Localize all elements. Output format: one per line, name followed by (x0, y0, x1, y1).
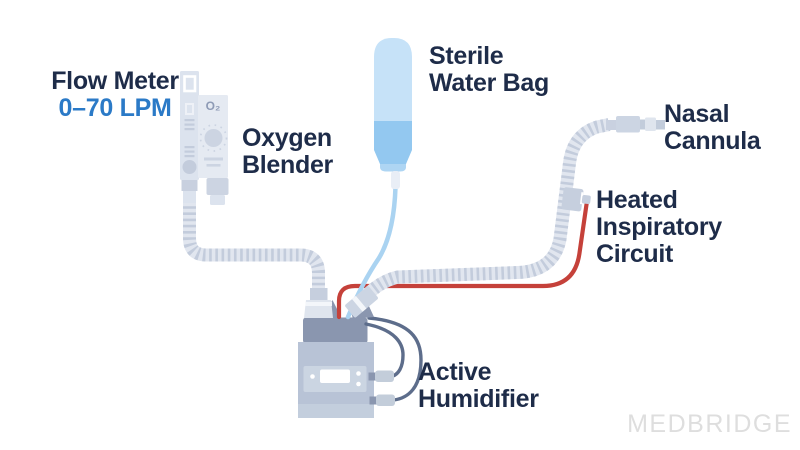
flow-meter-scale-ticks (184, 119, 195, 158)
nasal-cannula-label-line2: Cannula (664, 127, 761, 155)
connector-segment (640, 119, 645, 130)
heated-circuit-label-line3: Circuit (596, 240, 674, 268)
water-bag-taper (374, 150, 412, 164)
water-bag-spike (391, 171, 400, 189)
sterile-water-bag-label-line1: Sterile (429, 42, 504, 70)
blender-outlet-port (206, 178, 229, 195)
oxygen-gas-label: O₂ (205, 99, 221, 113)
humidifier-chamber-lid (303, 317, 368, 344)
active-humidifier-label-line1: Active (418, 358, 492, 386)
oxygen-blender-label: Oxygen Blender (242, 125, 333, 179)
blender-line (206, 164, 221, 167)
active-humidifier-label-line2: Humidifier (418, 385, 539, 413)
sterile-water-bag (374, 38, 412, 189)
flow-meter-device (180, 71, 199, 203)
flow-meter-outlet (181, 180, 198, 191)
elbow-band (352, 295, 367, 312)
heated-circuit-label-line2: Inspiratory (596, 213, 722, 241)
active-humidifier-device (298, 300, 374, 418)
water-bag-neck (380, 164, 406, 172)
humidifier-display (320, 369, 350, 383)
tube-connector (310, 288, 328, 301)
connector-segment (645, 117, 656, 131)
flow-meter-outlet-stub (183, 191, 196, 203)
flow-meter-range-text: 0–70 LPM (58, 94, 172, 122)
active-humidifier-label: Active Humidifier (418, 359, 539, 413)
blender-dial (204, 129, 223, 147)
connector-segment (656, 120, 665, 130)
junction-block (561, 187, 584, 212)
heated-wire-junction (561, 187, 591, 212)
blender-dial-ticks (199, 124, 228, 152)
oxygen-blender-label-line1: Oxygen (242, 124, 332, 152)
medbridge-watermark: MEDBRIDGE (627, 410, 792, 438)
heated-circuit-label-line1: Heated (596, 186, 678, 214)
connector-body (616, 116, 640, 133)
flow-meter-small-window (185, 103, 194, 115)
blender-outlet-stub (210, 195, 225, 205)
probe-plug (376, 394, 395, 406)
water-level (374, 121, 412, 150)
sterile-water-bag-label: Sterile Water Bag (429, 43, 549, 97)
humidifier-outlet-elbow (345, 286, 378, 319)
nasal-cannula-label: Nasal Cannula (664, 101, 761, 155)
humidifier-base (298, 404, 374, 418)
tube-inlet-band (305, 302, 332, 306)
oxygen-supply-tube (183, 200, 333, 318)
flow-meter-float (182, 160, 197, 174)
heated-inspiratory-circuit-label: Heated Inspiratory Circuit (596, 187, 722, 268)
flow-meter-sight-window (183, 75, 197, 93)
sterile-water-bag-label-line2: Water Bag (429, 69, 550, 97)
junction-nub (581, 194, 591, 205)
temperature-probe-cables (364, 316, 423, 406)
elbow-connector (345, 286, 378, 318)
oxygen-blender-label-line2: Blender (242, 151, 333, 179)
humidifier-button (356, 381, 361, 387)
probe-cable (364, 322, 405, 378)
flow-meter-label-text: Flow Meter (51, 67, 179, 95)
nasal-cannula-connector (606, 116, 665, 133)
nasal-cannula-label-line1: Nasal (664, 100, 730, 128)
humidifier-button (310, 374, 315, 379)
junction-gap (579, 192, 584, 205)
blender-line (204, 157, 223, 161)
connector-segment (606, 120, 616, 130)
probe-plug-tip (369, 396, 378, 405)
oxygen-blender-device (198, 95, 229, 205)
probe-plug-tip (368, 372, 377, 381)
humidifier-button (356, 371, 361, 376)
probe-plug (375, 370, 394, 382)
probe-cable (367, 316, 423, 402)
flow-meter-label: Flow Meter 0–70 LPM (40, 68, 190, 122)
heated-inspiratory-tube (360, 118, 611, 302)
heated-wire (336, 198, 590, 320)
